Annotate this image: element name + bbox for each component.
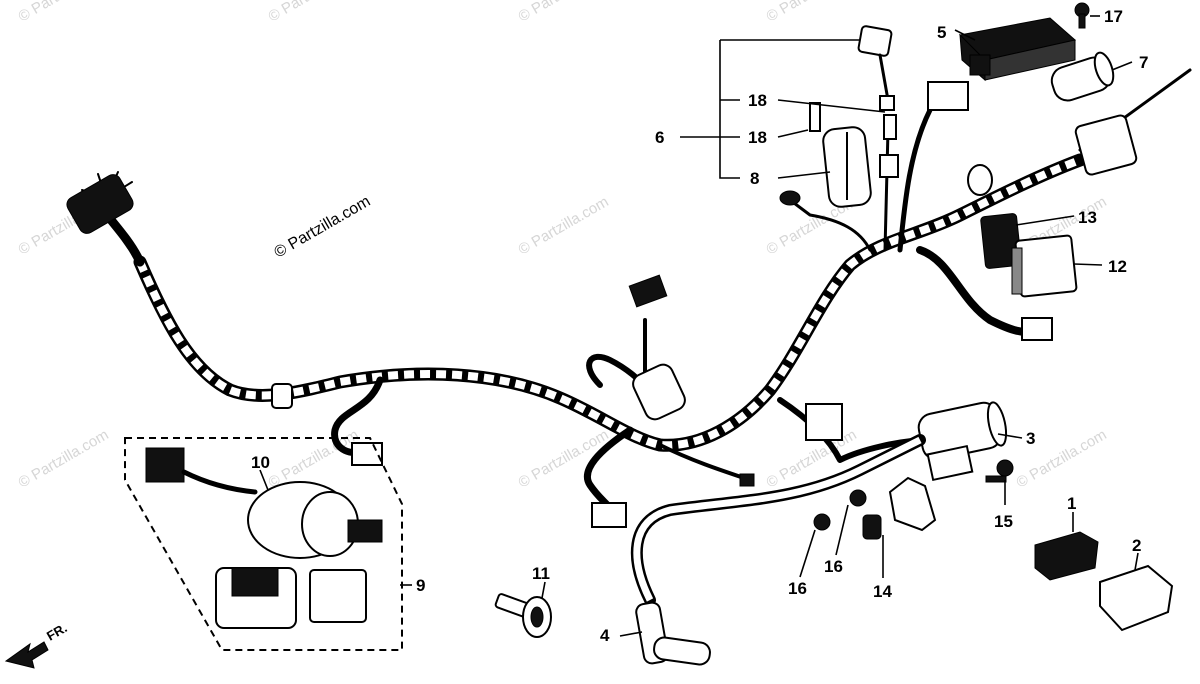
callout-9: 9 bbox=[416, 576, 425, 595]
fuse-holder-group bbox=[809, 25, 899, 208]
watermark: © Partzilla.com bbox=[266, 0, 362, 25]
callout-5: 5 bbox=[937, 23, 946, 42]
callout-13: 13 bbox=[1078, 208, 1097, 227]
callout-7: 7 bbox=[1139, 53, 1148, 72]
callout-6: 6 bbox=[655, 128, 664, 147]
callout-17: 17 bbox=[1104, 7, 1123, 26]
watermark: © Partzilla.com bbox=[516, 193, 612, 258]
watermark-center: © Partzilla.com bbox=[272, 193, 374, 262]
coil-part-3 bbox=[917, 401, 1008, 482]
bracket-part-14 bbox=[813, 476, 937, 540]
callout-8: 8 bbox=[750, 169, 759, 188]
callout-12: 12 bbox=[1108, 257, 1127, 276]
regulator-part-5 bbox=[958, 17, 1077, 82]
cap-part-7 bbox=[1050, 51, 1115, 102]
callout-18-b: 18 bbox=[748, 128, 767, 147]
callout-3: 3 bbox=[1026, 429, 1035, 448]
callout-14: 14 bbox=[873, 582, 892, 601]
callout-leaders bbox=[259, 15, 1139, 637]
callout-16-b: 16 bbox=[824, 557, 843, 576]
callout-labels: 1 2 3 4 5 6 7 8 9 10 11 12 13 14 15 16 1… bbox=[251, 7, 1148, 645]
callout-15: 15 bbox=[994, 512, 1013, 531]
callout-10: 10 bbox=[251, 453, 270, 472]
main-wire-harness bbox=[66, 68, 1192, 528]
callout-2: 2 bbox=[1132, 536, 1141, 555]
front-direction-label: FR. bbox=[44, 620, 70, 643]
watermark: © Partzilla.com bbox=[16, 0, 112, 25]
callout-18-a: 18 bbox=[748, 91, 767, 110]
part-2-cover bbox=[1099, 564, 1174, 632]
front-direction-arrow: FR. bbox=[4, 620, 70, 669]
callout-1: 1 bbox=[1067, 494, 1076, 513]
ignition-switch-set-part-9 bbox=[124, 437, 403, 651]
callout-4: 4 bbox=[600, 626, 610, 645]
part-1-block bbox=[1034, 531, 1099, 581]
watermark: © Partzilla.com bbox=[516, 0, 612, 25]
screw-part-17 bbox=[1074, 2, 1090, 29]
watermark: © Partzilla.com bbox=[266, 426, 362, 491]
callout-11: 11 bbox=[532, 564, 550, 583]
relay-part-12 bbox=[1011, 234, 1078, 298]
watermark: © Partzilla.com bbox=[16, 426, 112, 491]
plug-cap-part-4 bbox=[630, 434, 926, 666]
unit-part-13 bbox=[980, 213, 1022, 269]
bolt-part-15 bbox=[985, 459, 1014, 483]
callout-16-a: 16 bbox=[788, 579, 807, 598]
key-part-11 bbox=[494, 593, 552, 638]
watermark: © Partzilla.com bbox=[764, 0, 860, 25]
